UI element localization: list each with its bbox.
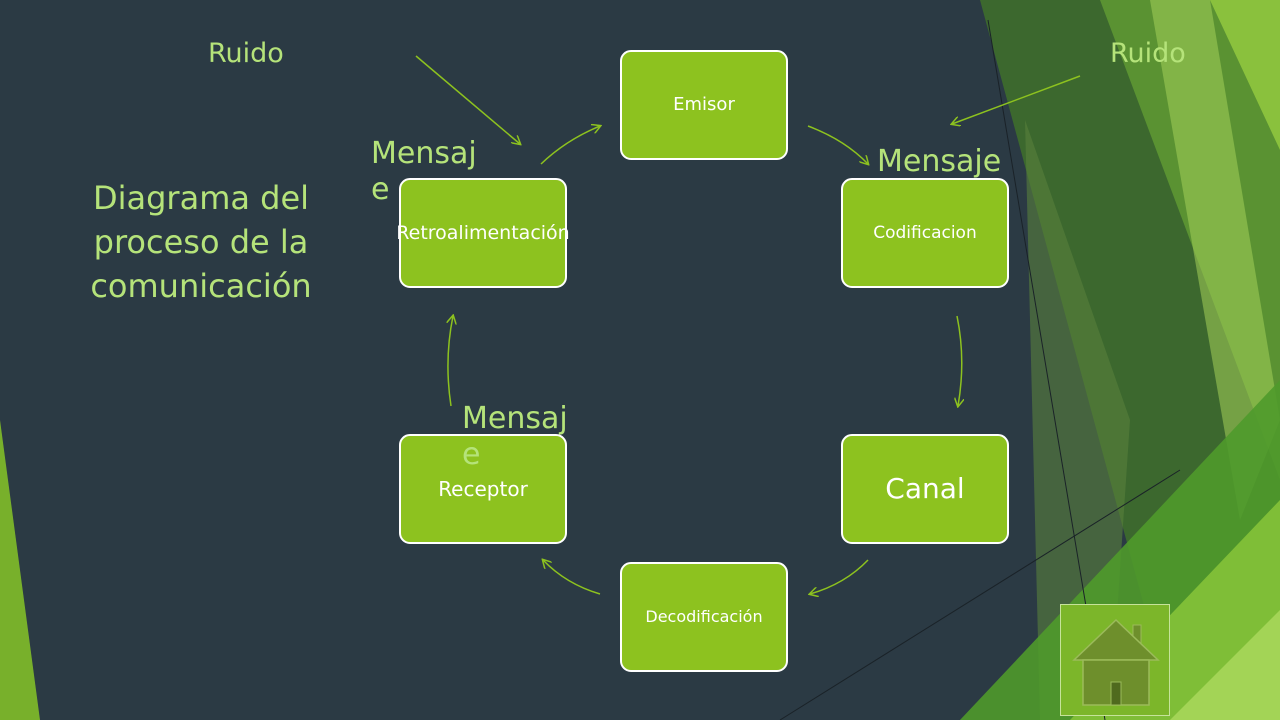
slide-title: Diagrama del proceso de la comunicación [90, 179, 312, 305]
message-label-top-left: Mensaje [371, 136, 477, 207]
message-label-top-right: Mensaje [877, 144, 1002, 179]
node-canal[interactable]: Canal [841, 434, 1009, 544]
home-icon [1072, 618, 1160, 706]
node-receptor[interactable]: Receptor [399, 434, 567, 544]
node-emisor[interactable]: Emisor [620, 50, 788, 160]
message-label-bottom-left: Mensaje [462, 401, 568, 472]
noise-label-left: Ruido [208, 38, 284, 69]
noise-label-right: Ruido [1110, 38, 1186, 69]
node-retroalimentacion[interactable]: Retroalimentación [396, 178, 570, 288]
node-codificacion[interactable]: Codificacion [841, 178, 1009, 288]
home-button[interactable] [1060, 604, 1170, 716]
node-decodificacion[interactable]: Decodificación [620, 562, 788, 672]
